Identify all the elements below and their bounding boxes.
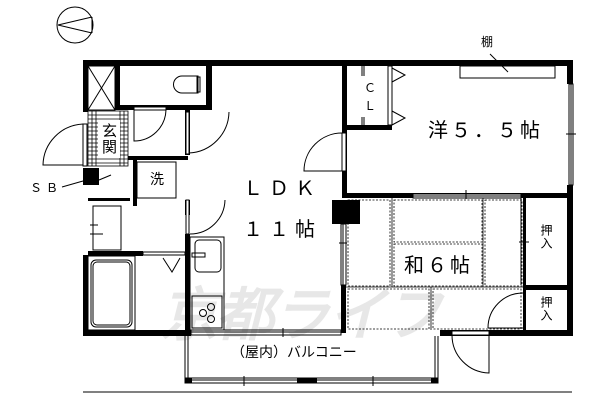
western-door[interactable]	[303, 132, 347, 172]
ldk-label: ＬＤＫ	[243, 176, 321, 200]
washer-space	[136, 161, 177, 199]
watermark: 京都ライフ	[160, 281, 442, 349]
western-room-label: 洋５．５帖	[428, 118, 543, 142]
closet-doors[interactable]	[361, 65, 407, 126]
washroom-door[interactable]	[185, 199, 226, 235]
shoe-box	[61, 174, 112, 188]
compass-icon	[56, 6, 94, 44]
tatami-outlines	[346, 198, 523, 330]
western-window-bottom[interactable]	[412, 190, 522, 199]
western-window-right[interactable]	[566, 83, 576, 186]
washer-label: 洗	[150, 172, 164, 188]
entrance-label: 玄関	[100, 123, 118, 155]
balcony-door[interactable]	[451, 330, 490, 374]
bathroom-door[interactable]	[142, 251, 186, 273]
closet-label-l: Ｌ	[364, 99, 377, 113]
toilet-icon	[173, 75, 201, 94]
stove-icon	[191, 295, 223, 329]
balcony-label: （屋内）バルコニー	[231, 345, 357, 361]
oshiire-2-door[interactable]	[487, 292, 524, 329]
ldk-size: １１帖	[243, 217, 321, 241]
oshiire-sliding-door[interactable]	[519, 198, 529, 285]
balcony-posts	[185, 378, 438, 383]
oshiire-1-label: 押入	[539, 224, 553, 250]
shelf	[459, 53, 556, 79]
washbasin-icon	[90, 205, 122, 251]
shoe-box-label: ＳＢ	[30, 181, 63, 195]
ldk-door[interactable]	[185, 111, 230, 155]
storage-box	[87, 65, 116, 111]
ldk-window[interactable]	[190, 328, 342, 337]
japanese-room-label: 和６帖	[404, 253, 473, 277]
bathtub-icon	[87, 255, 136, 331]
japanese-room-sliding-door[interactable]	[339, 223, 347, 286]
oshiire-2-label: 押入	[539, 296, 553, 322]
walls	[83, 60, 573, 336]
toilet-door[interactable]	[133, 106, 167, 142]
closet-label-c: Ｃ	[364, 81, 377, 95]
entrance-label-bg	[98, 120, 120, 158]
shelf-label: 棚	[481, 35, 494, 49]
tatami-mats	[347, 199, 523, 330]
entry-door[interactable]	[42, 123, 88, 167]
